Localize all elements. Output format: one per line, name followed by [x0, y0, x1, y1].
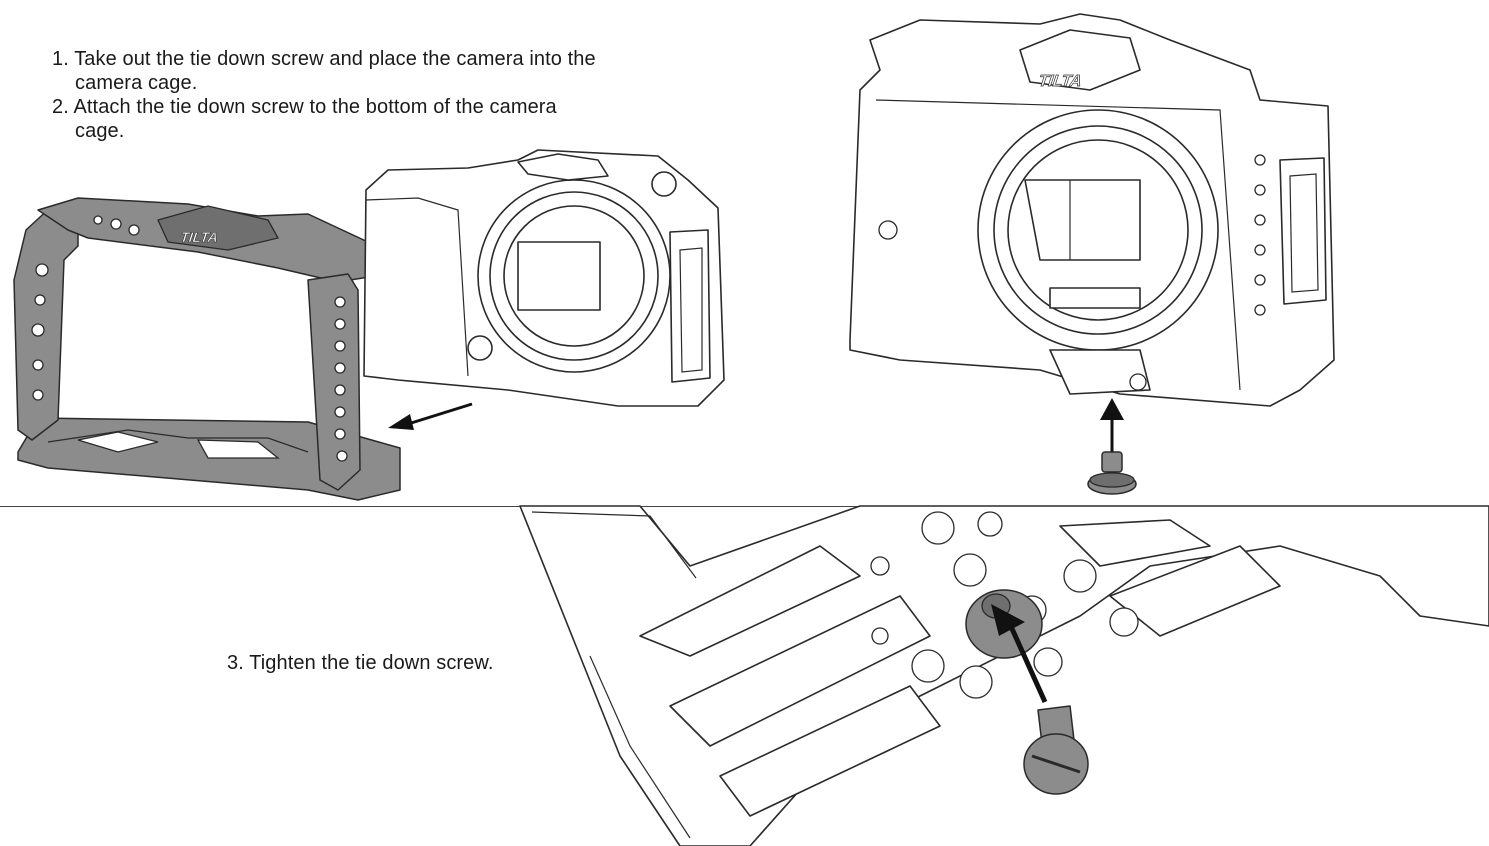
step-3-number: 3. [227, 652, 244, 674]
step-1-line-2: camera cage. [75, 72, 198, 94]
camera-in-cage-illustration: TILTA [849, 13, 1335, 407]
step-3-line-1: Tighten the tie down screw. [249, 652, 494, 674]
step-1-line-1: Take out the tie down screw and place th… [74, 48, 596, 70]
attach-screw-arrow-icon [1100, 398, 1124, 454]
step-2-line-2: cage. [75, 120, 125, 142]
step-1-instruction: 1. Take out the tie down screw and place… [52, 47, 652, 95]
camera-cage-illustration: TILTA [13, 197, 401, 501]
section-divider [0, 506, 1489, 507]
loose-tie-down-screw-icon [1023, 705, 1089, 795]
tighten-screw-arrow-icon [991, 604, 1048, 704]
step-1-number: 1. [52, 48, 69, 70]
tilta-logo-mounted: TILTA [1036, 72, 1085, 90]
step-3-instruction: 3. Tighten the tie down screw. [227, 651, 547, 675]
step-2-instruction: 2. Attach the tie down screw to the bott… [52, 95, 652, 143]
tilta-logo-cage: TILTA [178, 230, 221, 246]
insert-arrow-icon [388, 402, 473, 430]
step-2-number: 2. [52, 96, 69, 118]
cage-base-closeup-illustration [519, 505, 1489, 846]
step-2-line-1: Attach the tie down screw to the bottom … [73, 96, 557, 118]
tie-down-screw-icon [1087, 451, 1137, 495]
camera-body-illustration [363, 149, 725, 407]
